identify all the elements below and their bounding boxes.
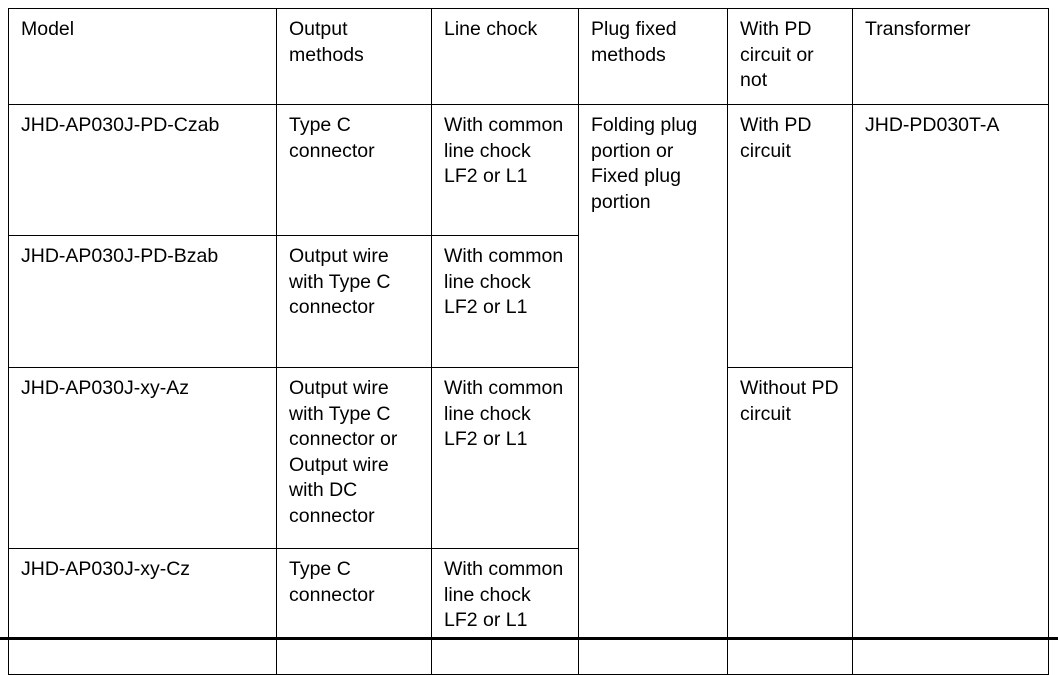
cell-model: JHD-AP030J-xy-Cz (8, 548, 277, 675)
cell-pd-circuit-with: With PD circuit (727, 104, 853, 368)
column-header-plug-fixed-methods: Plug fixed methods (578, 8, 728, 105)
column-header-pd-circuit: With PD circuit or not (727, 8, 853, 105)
cell-line-chock: With common line chock LF2 or L1 (431, 548, 579, 675)
cell-output-methods: Output wire with Type C connector (276, 235, 432, 368)
table-row: JHD-AP030J-xy-Az Output wire with Type C… (8, 367, 1049, 675)
cell-plug-fixed-methods-merged: Folding plug portion or Fixed plug porti… (578, 104, 728, 675)
document-page: Model Output methods Line chock Plug fix… (0, 8, 1058, 675)
cell-output-methods: Type C connector (276, 548, 432, 675)
table-header-row: Model Output methods Line chock Plug fix… (8, 8, 1049, 105)
cell-output-methods: Type C connector (276, 104, 432, 236)
cell-model: JHD-AP030J-xy-Az (8, 367, 277, 549)
cell-transformer-merged: JHD-PD030T-A (852, 104, 1049, 675)
cell-pd-circuit-without: Without PD circuit (727, 367, 853, 675)
cell-model: JHD-AP030J-PD-Bzab (8, 235, 277, 368)
column-header-output-methods: Output methods (276, 8, 432, 105)
cell-line-chock: With common line chock LF2 or L1 (431, 104, 579, 236)
column-header-model: Model (8, 8, 277, 105)
cell-model: JHD-AP030J-PD-Czab (8, 104, 277, 236)
table-row: JHD-AP030J-PD-Czab Type C connector With… (8, 104, 1049, 675)
column-header-line-chock: Line chock (431, 8, 579, 105)
model-specification-table: Model Output methods Line chock Plug fix… (8, 8, 1049, 675)
column-header-transformer: Transformer (852, 8, 1049, 105)
table-row: JHD-AP030J-PD-Bzab Output wire with Type… (8, 235, 1049, 368)
cell-line-chock: With common line chock LF2 or L1 (431, 367, 579, 549)
cell-output-methods: Output wire with Type C connector or Out… (276, 367, 432, 549)
cell-line-chock: With common line chock LF2 or L1 (431, 235, 579, 368)
page-bottom-rule (0, 637, 1058, 640)
